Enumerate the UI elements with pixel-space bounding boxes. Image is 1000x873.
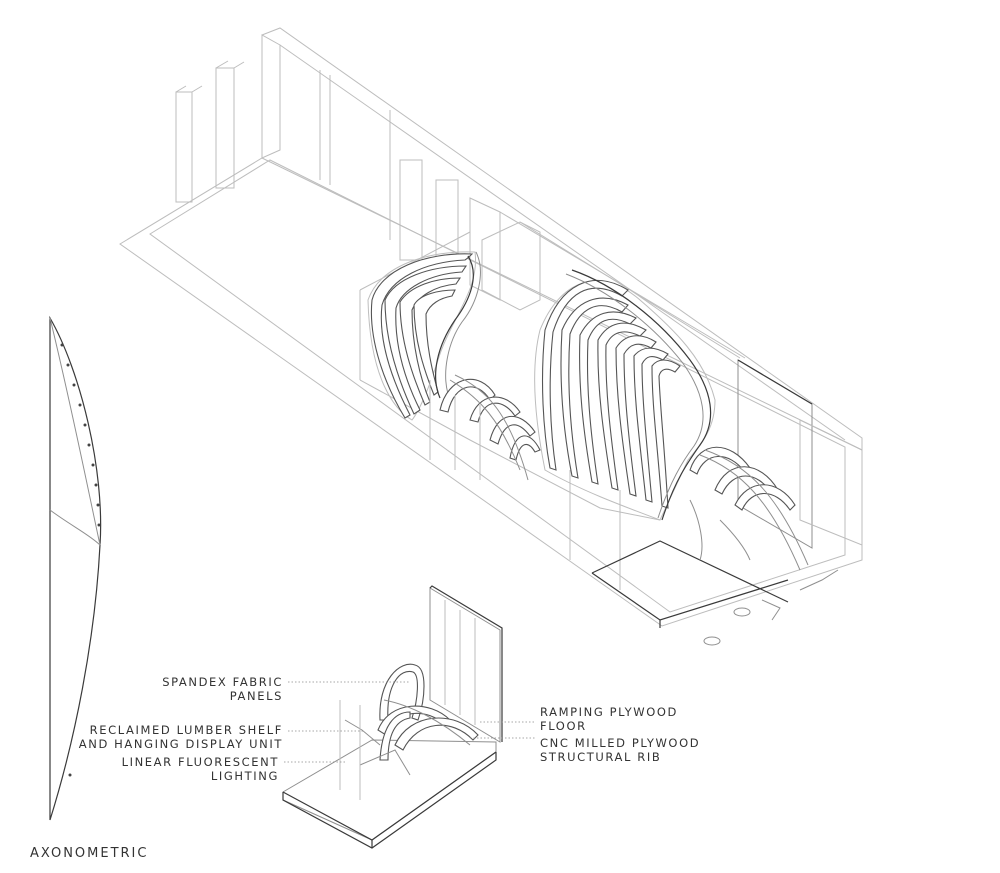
rib-bolt-holes — [60, 343, 101, 777]
ramping-floor — [591, 359, 863, 646]
callout-lighting-line2: LIGHTING — [211, 769, 279, 783]
callout-lumber: RECLAIMED LUMBER SHELF AND HANGING DISPL… — [79, 723, 283, 751]
building-shell — [119, 27, 863, 627]
right-arches — [689, 446, 809, 571]
left-pod — [367, 251, 481, 421]
rib-elevation — [49, 315, 102, 821]
center-arches — [429, 374, 541, 481]
callout-spandex-line1: SPANDEX FABRIC — [162, 675, 283, 689]
callout-floor-line1: RAMPING PLYWOOD — [540, 705, 678, 719]
callout-leaders — [284, 681, 535, 763]
detail-module — [282, 585, 503, 849]
callout-lighting-line1: LINEAR FLUORESCENT — [122, 755, 279, 769]
callout-lighting: LINEAR FLUORESCENT LIGHTING — [122, 755, 279, 783]
callout-rib-line1: CNC MILLED PLYWOOD — [540, 736, 700, 750]
callout-rib-line2: STRUCTURAL RIB — [540, 750, 661, 764]
callout-rib: CNC MILLED PLYWOOD STRUCTURAL RIB — [540, 736, 700, 764]
callout-lumber-line1: RECLAIMED LUMBER SHELF — [90, 723, 283, 737]
callout-spandex: SPANDEX FABRIC PANELS — [162, 675, 283, 703]
central-pod — [534, 269, 716, 521]
callout-floor: RAMPING PLYWOOD FLOOR — [540, 705, 678, 733]
callout-spandex-line2: PANELS — [230, 689, 283, 703]
drawing-title: AXONOMETRIC — [30, 846, 148, 861]
callout-floor-line2: FLOOR — [540, 719, 587, 733]
callout-lumber-line2: AND HANGING DISPLAY UNIT — [79, 737, 283, 751]
